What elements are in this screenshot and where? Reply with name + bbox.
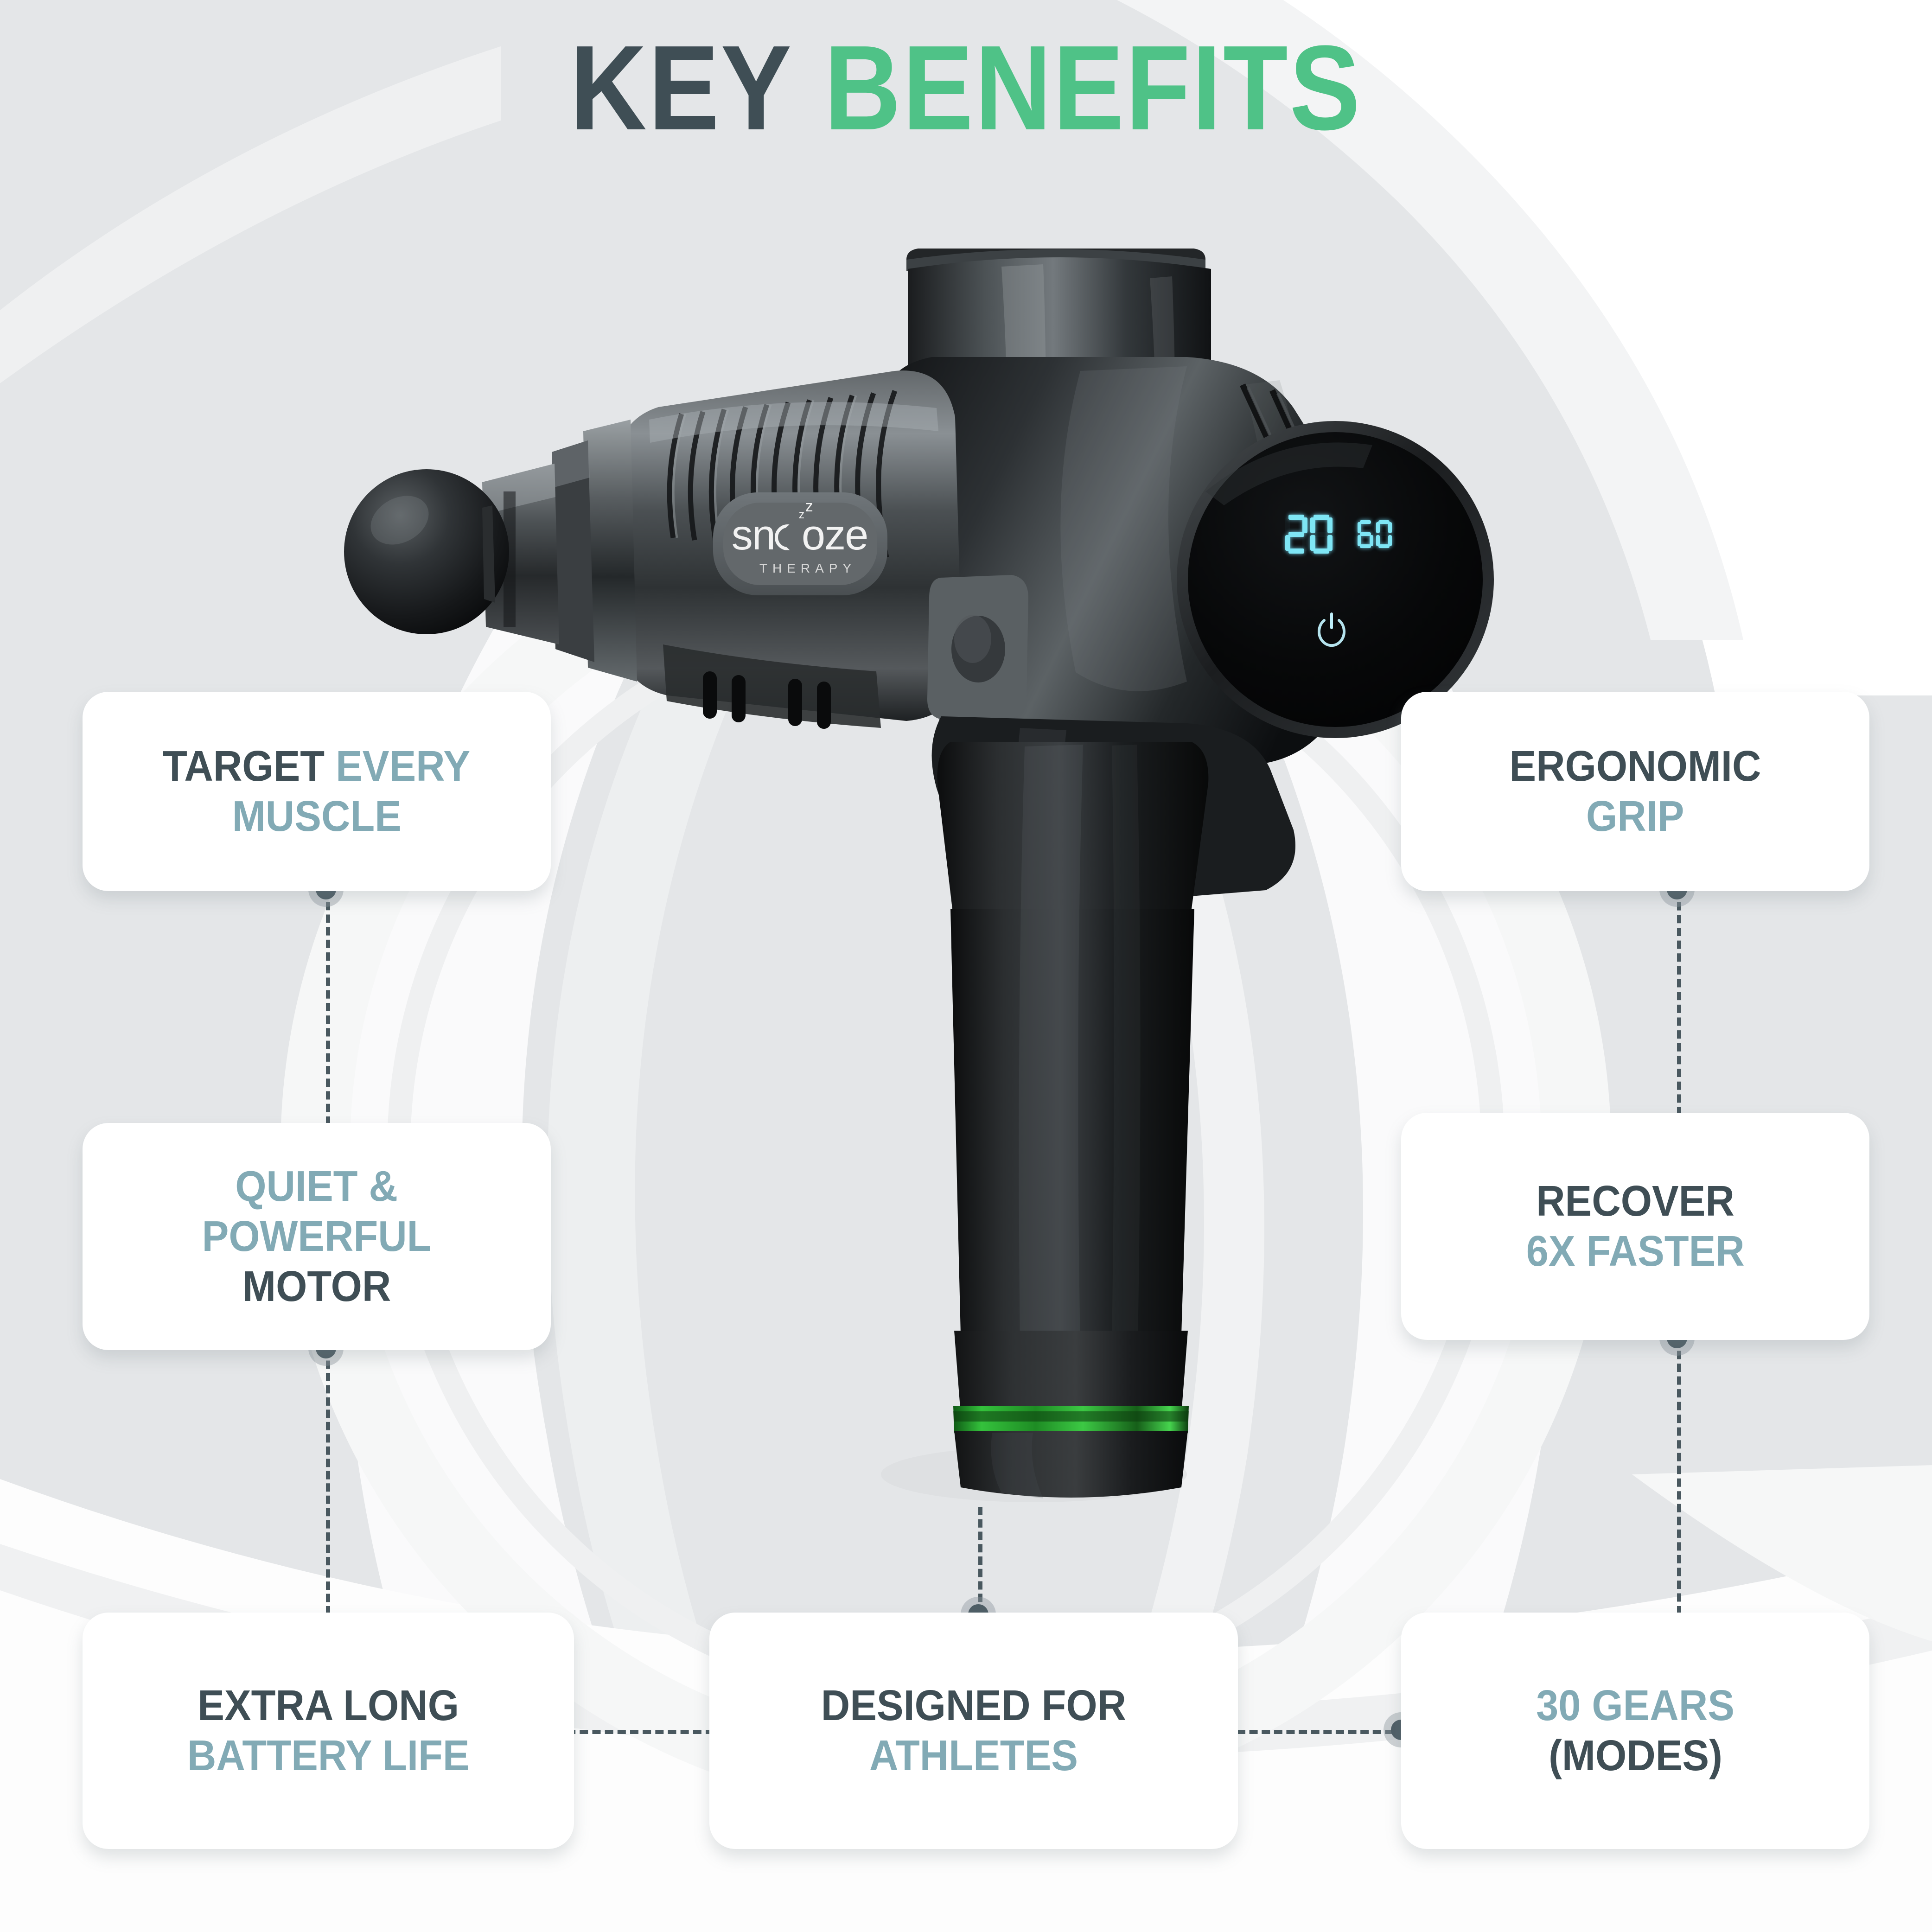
- product-digital-display: [1285, 506, 1415, 562]
- benefit-text-motor: MOTOR: [242, 1262, 391, 1310]
- benefit-text-recover: RECOVER: [1536, 1177, 1734, 1225]
- segment-e: [1310, 535, 1315, 551]
- segment-g: [1360, 532, 1371, 536]
- benefit-text-athletes: ATHLETES: [869, 1731, 1078, 1779]
- segment-c: [1327, 535, 1333, 551]
- connector-line-ergo-to-recover: [1677, 889, 1681, 1116]
- segment-d: [1288, 548, 1304, 554]
- connector-line-athletes-to-gears: [1237, 1730, 1406, 1734]
- benefit-line-1: TARGET EVERY: [163, 741, 470, 791]
- benefit-text-designed-for: DESIGNED FOR: [821, 1681, 1127, 1730]
- brand-wordmark-post: oze: [801, 511, 868, 559]
- segment-d: [1378, 544, 1390, 548]
- title-word-benefits: BENEFITS: [824, 21, 1362, 155]
- segment-e: [1358, 535, 1361, 546]
- benefit-text-ergonomic: ERGONOMIC: [1509, 742, 1761, 791]
- benefit-card-30-gears-modes[interactable]: 30 GEARS (MODES): [1401, 1613, 1869, 1849]
- segment-c: [1302, 535, 1307, 551]
- benefit-text-powerful: POWERFUL: [202, 1212, 432, 1261]
- page-title-text: KEY BENEFITS: [116, 28, 1816, 148]
- segment-d: [1360, 544, 1371, 548]
- benefit-card-ergonomic-grip[interactable]: ERGONOMIC GRIP: [1401, 692, 1869, 891]
- page-title: KEY BENEFITS: [0, 28, 1932, 148]
- benefit-text-extra-long: EXTRA LONG: [198, 1681, 459, 1730]
- connector-line-product-to-athletes: [978, 1507, 982, 1614]
- seven-segment-digit: [1310, 515, 1333, 554]
- benefit-text-battery-life: BATTERY LIFE: [187, 1731, 470, 1779]
- power-icon: [1318, 612, 1345, 647]
- display-secondary-value: [1358, 520, 1392, 548]
- segment-a: [1288, 515, 1304, 520]
- benefit-text-every: EVERY: [336, 742, 471, 791]
- seven-segment-digit: [1358, 520, 1373, 548]
- seven-segment-digit: [1285, 515, 1307, 554]
- benefit-card-target-every-muscle[interactable]: TARGET EVERY MUSCLE: [83, 692, 551, 891]
- segment-c: [1388, 535, 1392, 546]
- title-word-key: KEY: [570, 21, 793, 155]
- brand-wordmark-pre: sn: [731, 511, 776, 559]
- benefit-text-muscle: MUSCLE: [232, 792, 402, 840]
- benefit-text-quiet: QUIET &: [235, 1162, 398, 1211]
- connector-line-recover-to-gears: [1677, 1338, 1681, 1614]
- brand-subtitle: THERAPY: [759, 561, 857, 575]
- sleep-z-small: z: [798, 508, 805, 522]
- benefit-text-grip: GRIP: [1586, 792, 1684, 840]
- segment-b: [1327, 517, 1333, 533]
- connector-line-quiet-to-battery: [326, 1348, 330, 1614]
- segment-a: [1314, 515, 1329, 520]
- segment-c: [1370, 535, 1373, 546]
- benefit-card-extra-long-battery-life[interactable]: EXTRA LONG BATTERY LIFE: [83, 1613, 574, 1849]
- crescent-moon-icon: [775, 524, 802, 553]
- segment-f: [1310, 517, 1315, 533]
- segment-f: [1285, 517, 1290, 533]
- sleep-z-large: z: [805, 497, 814, 515]
- sleep-z-icon: z z: [798, 497, 814, 522]
- benefit-card-quiet-powerful-motor[interactable]: QUIET & POWERFUL MOTOR: [83, 1123, 551, 1350]
- segment-g: [1314, 532, 1329, 537]
- display-speed-level: [1285, 515, 1333, 554]
- seven-segment-digit: [1376, 520, 1392, 548]
- segment-e: [1376, 535, 1380, 546]
- benefit-card-designed-for-athletes[interactable]: DESIGNED FOR ATHLETES: [709, 1613, 1238, 1849]
- benefit-card-recover-6x-faster[interactable]: RECOVER 6X FASTER: [1401, 1113, 1869, 1340]
- connector-line-target-to-quiet: [326, 889, 330, 1125]
- segment-e: [1285, 535, 1290, 551]
- connector-line-battery-to-athletes: [555, 1730, 714, 1734]
- segment-d: [1314, 548, 1329, 554]
- segment-a: [1378, 520, 1390, 524]
- segment-g: [1288, 532, 1304, 537]
- benefit-text-6x-faster: 6X FASTER: [1526, 1227, 1745, 1275]
- segment-f: [1376, 522, 1380, 533]
- benefit-text-30-gears: 30 GEARS: [1536, 1681, 1734, 1730]
- segment-b: [1302, 517, 1307, 533]
- benefit-text-modes: (MODES): [1548, 1731, 1722, 1779]
- segment-g: [1378, 532, 1390, 536]
- segment-b: [1388, 522, 1392, 533]
- segment-a: [1360, 520, 1371, 524]
- segment-f: [1358, 522, 1361, 533]
- benefit-text-target: TARGET: [163, 742, 325, 791]
- segment-b: [1370, 522, 1373, 533]
